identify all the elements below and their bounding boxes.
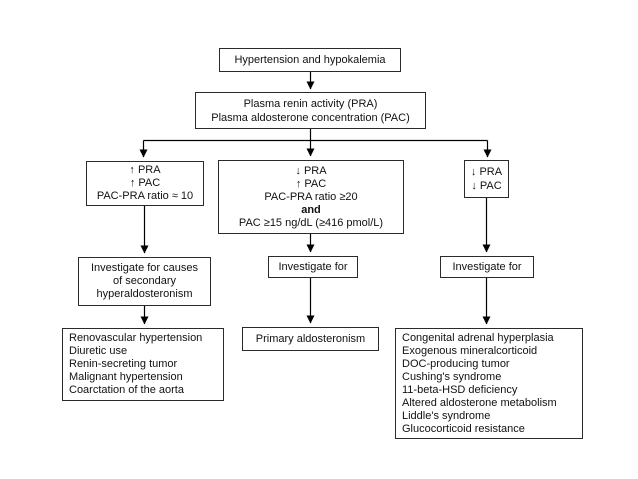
list-item: Diuretic use — [69, 345, 128, 357]
node-line: PAC-PRA ratio ≥20 — [264, 190, 358, 203]
node-pra-pac-tests: Plasma renin activity (PRA) Plasma aldos… — [195, 92, 426, 129]
node-line: ↑ PRA — [129, 164, 161, 176]
node-line: Plasma aldosterone concentration (PAC) — [211, 111, 410, 124]
node-hypertension-hypokalemia: Hypertension and hypokalemia — [219, 48, 401, 72]
node-primary-aldosteronism: Primary aldosteronism — [242, 327, 379, 351]
node-investigate-secondary-hyperaldosteronism: Investigate for causes of secondary hype… — [78, 257, 211, 306]
list-item: Congenital adrenal hyperplasia — [402, 331, 554, 344]
node-branch-low-pra-high-pac: ↓ PRA ↑ PAC PAC-PRA ratio ≥20 and PAC ≥1… — [218, 160, 404, 234]
list-item: DOC-producing tumor — [402, 357, 510, 370]
list-item: Exogenous mineralcorticoid — [402, 344, 538, 357]
node-label: Investigate for — [278, 260, 348, 273]
node-line: Plasma renin activity (PRA) — [243, 97, 378, 110]
list-item: 11-beta-HSD deficiency — [402, 383, 518, 396]
node-secondary-causes-list: Renovascular hypertension Diuretic use R… — [62, 328, 224, 401]
node-investigate-mid: Investigate for — [268, 256, 358, 278]
list-item: Malignant hypertension — [69, 371, 183, 383]
list-item: Coarctation of the aorta — [69, 384, 184, 396]
node-low-renin-causes-list: Congenital adrenal hyperplasia Exogenous… — [395, 328, 583, 439]
node-line: ↓ PAC — [471, 180, 502, 192]
node-line: Investigate for causes — [90, 262, 198, 274]
list-item: Altered aldosterone metabolism — [402, 396, 557, 409]
node-line: and — [301, 203, 321, 216]
list-item: Renovascular hypertension — [69, 332, 203, 344]
node-line: ↑ PAC — [129, 177, 161, 189]
node-line: hyperaldosteronism — [96, 288, 193, 300]
list-item: Cushing's syndrome — [402, 370, 502, 383]
node-line: PAC ≥15 ng/dL (≥416 pmol/L) — [238, 216, 384, 229]
node-label: Investigate for — [452, 260, 522, 273]
node-line: PAC-PRA ratio ≈ 10 — [96, 190, 194, 202]
node-branch-high-pra-high-pac: ↑ PRA ↑ PAC PAC-PRA ratio ≈ 10 — [86, 161, 204, 206]
node-line: ↑ PAC — [295, 177, 327, 190]
node-line: of secondary — [113, 275, 176, 287]
node-line: ↓ PRA — [295, 164, 327, 177]
node-label: Hypertension and hypokalemia — [234, 53, 386, 66]
list-item: Glucocorticoid resistance — [402, 422, 525, 435]
node-label: Primary aldosteronism — [255, 332, 366, 345]
node-branch-low-pra-low-pac: ↓ PRA ↓ PAC — [464, 160, 509, 198]
list-item: Liddle's syndrome — [402, 409, 491, 422]
list-item: Renin-secreting tumor — [69, 358, 178, 370]
node-line: ↓ PRA — [470, 166, 503, 178]
node-investigate-right: Investigate for — [440, 256, 534, 278]
